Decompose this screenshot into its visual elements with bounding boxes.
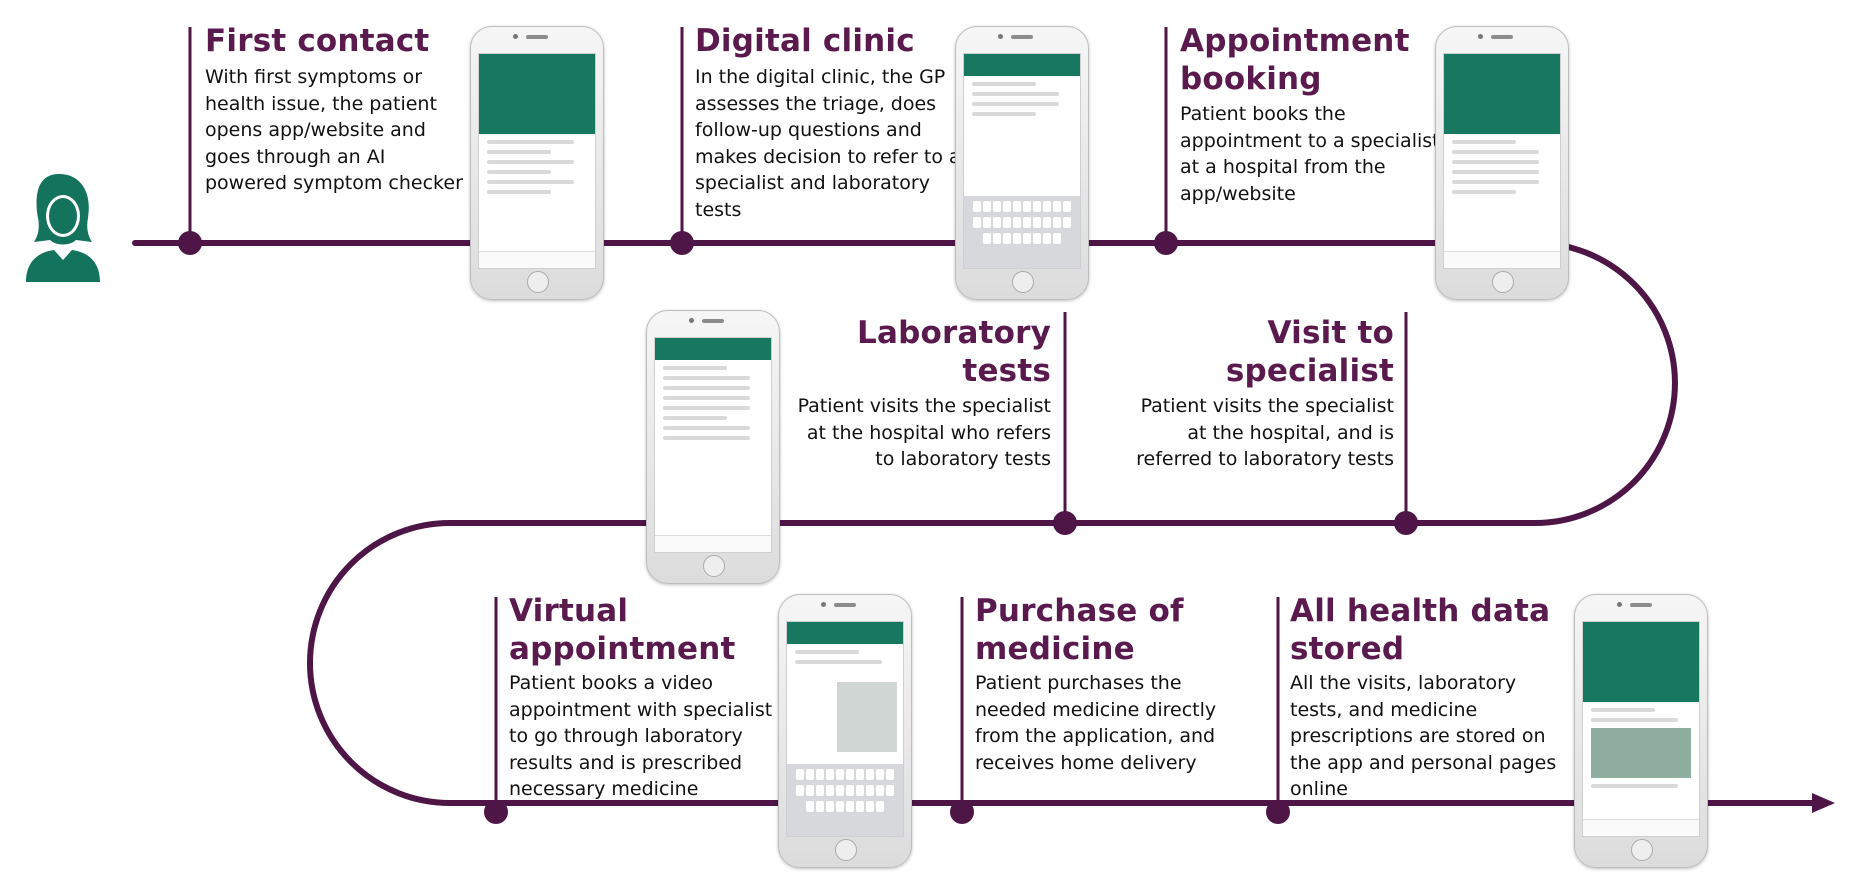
step-title-digital-clinic: Digital clinic xyxy=(695,23,915,59)
person-icon xyxy=(26,174,100,282)
milestone-dot xyxy=(1154,231,1178,255)
milestone-dot xyxy=(1266,800,1290,824)
phone-mockup-virtual-appointment xyxy=(778,594,912,868)
milestone-dot xyxy=(484,800,508,824)
phone-mockup-first-contact xyxy=(470,26,604,300)
milestone-dot xyxy=(178,231,202,255)
phone-mockup-laboratory-tests xyxy=(646,310,780,584)
video-call-thumbnail xyxy=(837,682,897,752)
trending-image xyxy=(1591,728,1691,778)
milestone-dot xyxy=(670,231,694,255)
milestone-dot xyxy=(1394,511,1418,535)
milestone-dot xyxy=(950,800,974,824)
phone-mockup-appointment-booking xyxy=(1435,26,1569,300)
timeline-arrowhead xyxy=(1812,793,1835,813)
phone-mockup-digital-clinic xyxy=(955,26,1089,300)
milestone-dot xyxy=(1053,511,1077,535)
timeline-path xyxy=(132,240,1818,806)
phone-mockup-health-data xyxy=(1574,594,1708,868)
step-title-first-contact: First contact xyxy=(205,23,430,59)
